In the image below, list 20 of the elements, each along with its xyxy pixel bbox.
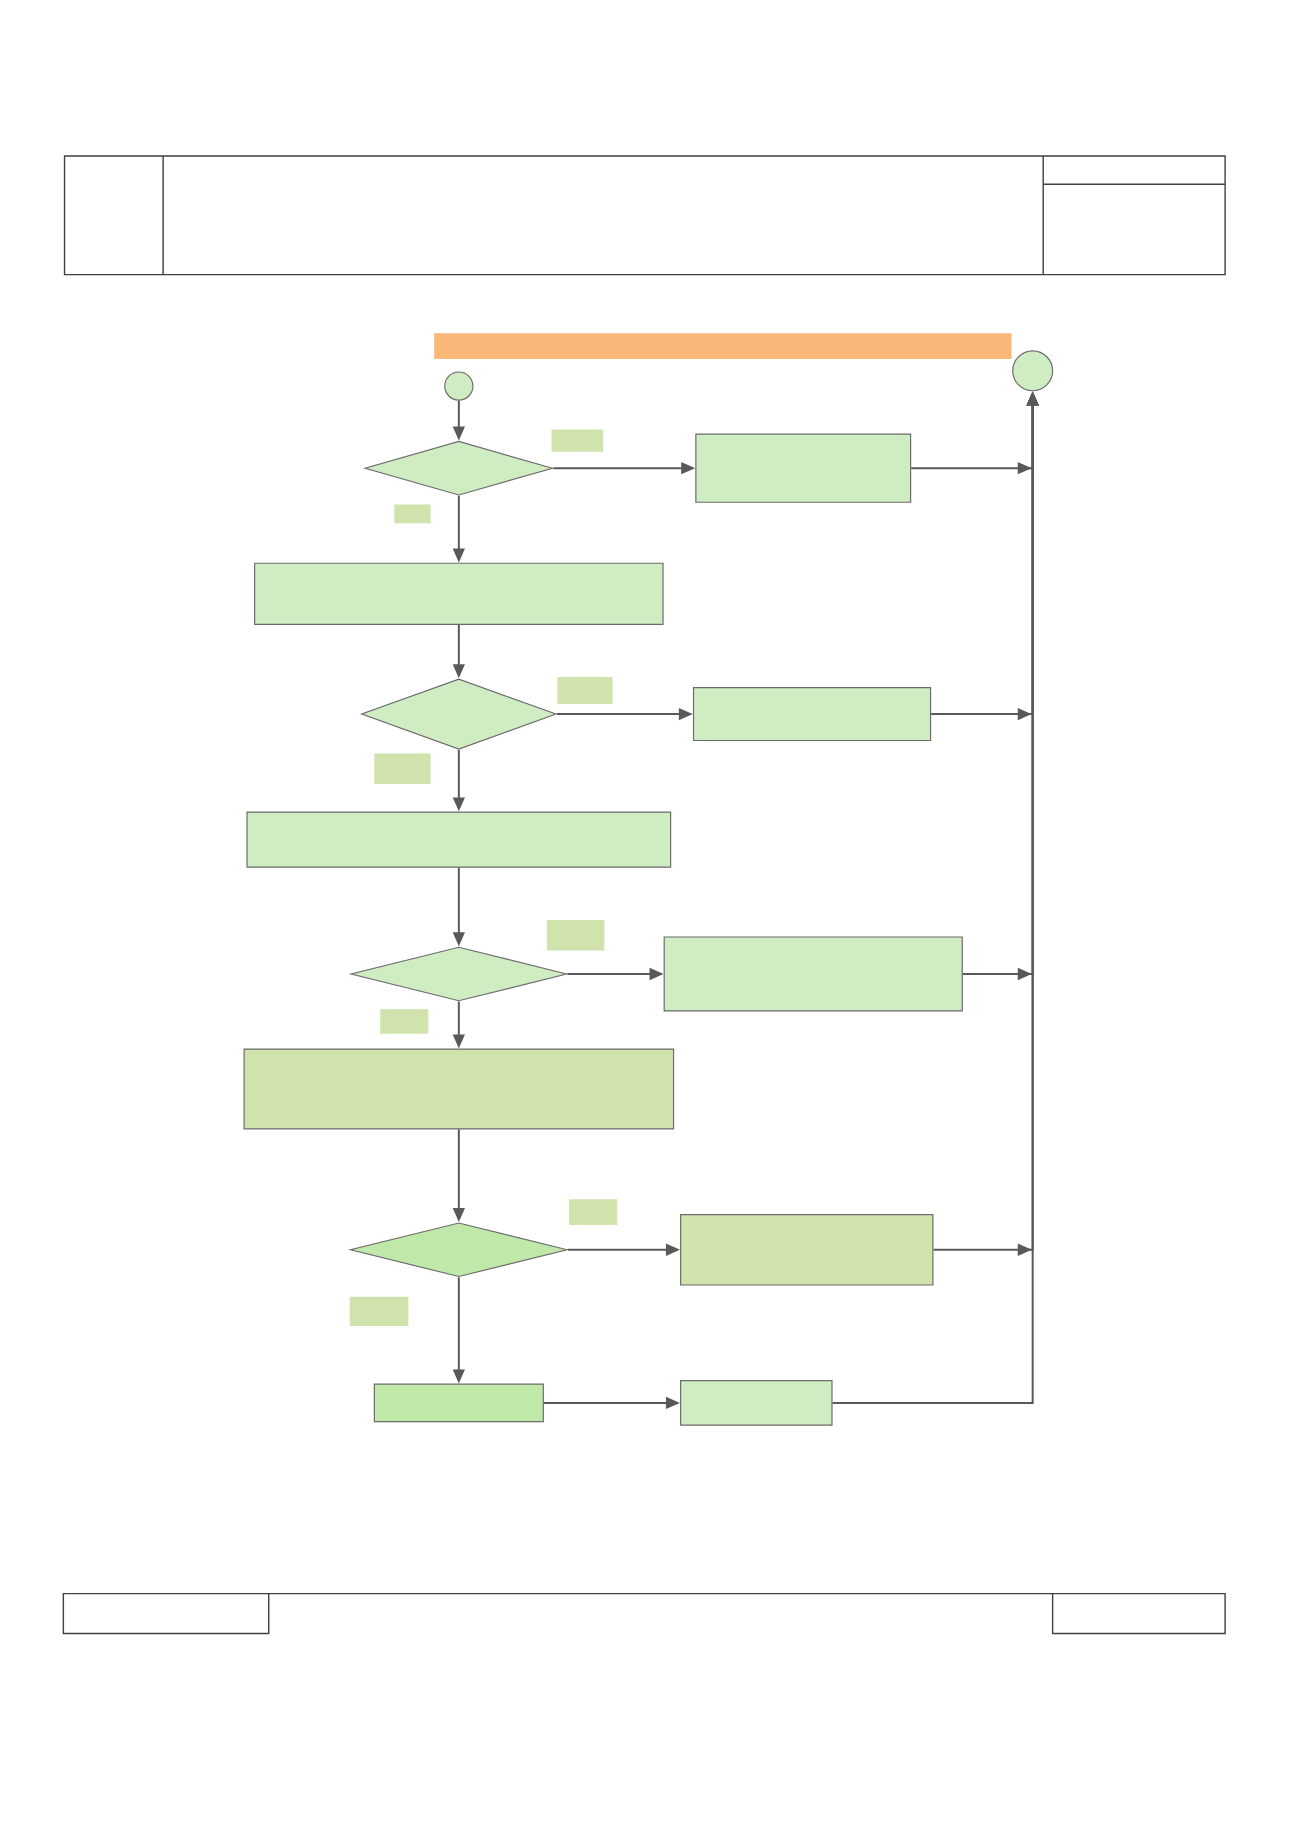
process-box [253,562,664,625]
process-box [679,1213,934,1286]
label-patch [557,677,613,705]
label-patch [568,1199,618,1226]
process-box [695,433,911,503]
label-patch [374,753,431,784]
label-patch [394,504,431,524]
process-box [679,1380,833,1426]
label-patch [546,920,605,951]
label-patch [380,1009,429,1034]
process-box [246,811,672,868]
process-box [663,936,963,1012]
title-bar [434,333,1012,360]
process-box [373,1383,544,1423]
label-patch [349,1296,409,1327]
process-box [692,687,931,742]
label-patch [551,429,603,452]
end-circle [1011,350,1053,392]
start-circle [443,371,474,401]
process-box [243,1048,674,1130]
